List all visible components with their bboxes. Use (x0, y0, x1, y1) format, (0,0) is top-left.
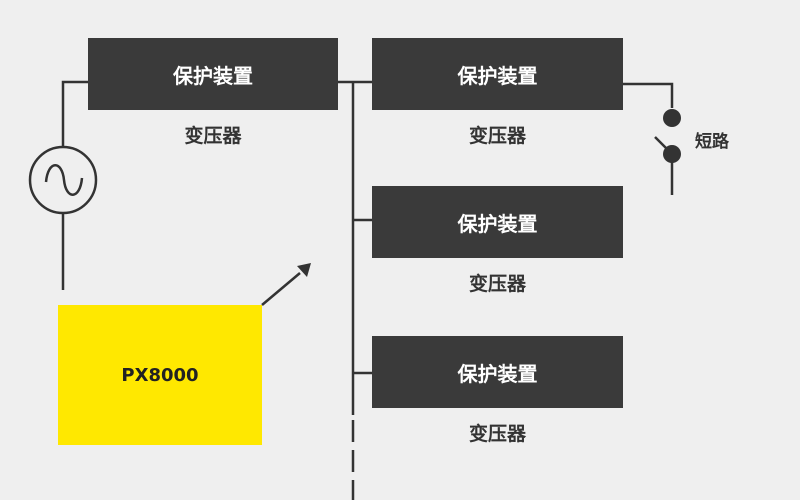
ac-source-icon (28, 145, 98, 215)
arrow-head-icon (297, 263, 311, 277)
device-label: 保护装置 (457, 63, 538, 88)
wire-short (623, 82, 674, 195)
short-circuit-label: 短路 (695, 132, 729, 152)
px8000-test-set: PX8000 (58, 305, 262, 445)
protection-device-3: 保护装置 (372, 186, 623, 258)
switch-contact-bottom (663, 145, 681, 163)
transformer-label-4: 变压器 (468, 423, 526, 445)
protection-device-2: 保护装置 (372, 38, 623, 110)
protection-device-1: 保护装置 (88, 38, 338, 110)
device-label: 保护装置 (173, 63, 253, 88)
transformer-label-2: 变压器 (468, 125, 526, 147)
sine-wave-icon (44, 164, 84, 196)
transformer-label-1: 变压器 (184, 125, 242, 147)
switch-contact-top (663, 109, 681, 127)
transformer-label-3: 变压器 (468, 273, 526, 295)
device-label: 保护装置 (457, 361, 538, 386)
wire-source (61, 80, 88, 290)
px8000-label: PX8000 (121, 364, 199, 386)
device-label: 保护装置 (457, 211, 538, 236)
protection-device-4: 保护装置 (372, 336, 623, 408)
arrow-line (261, 272, 301, 306)
